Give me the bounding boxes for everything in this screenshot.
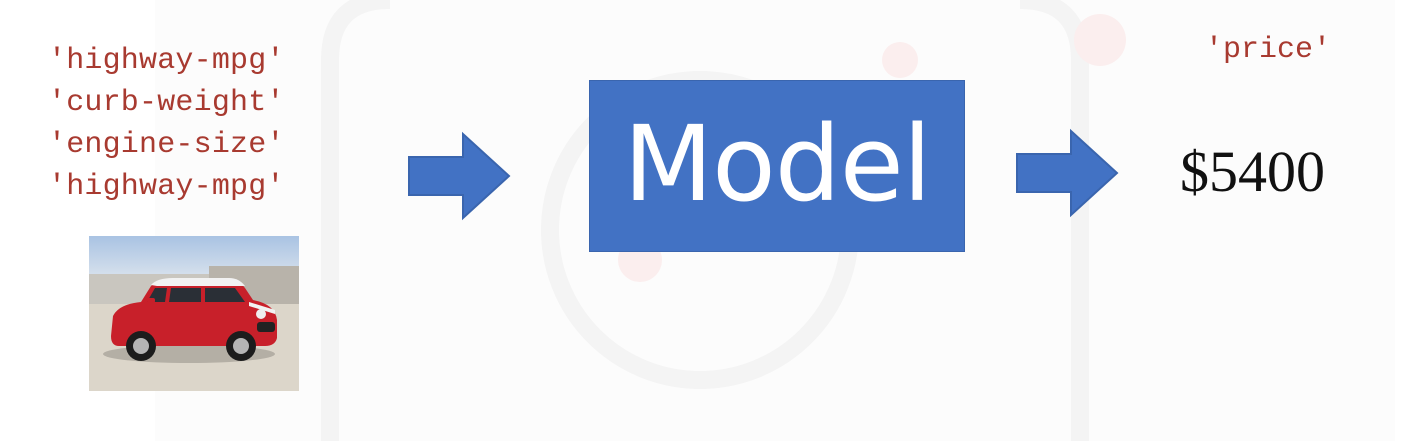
feature-highway-mpg: 'highway-mpg' [48,44,285,78]
car-photo [89,236,299,391]
feature-highway-mpg-repeat: 'highway-mpg' [48,170,285,204]
predicted-price: $5400 [1180,139,1325,204]
model-label: Model [623,103,931,225]
input-arrow-icon [408,131,511,221]
feature-engine-size: 'engine-size' [48,128,285,162]
target-variable-name: 'price' [1204,33,1332,67]
input-feature-list: 'highway-mpg' 'curb-weight' 'engine-size… [48,40,318,208]
output-arrow-icon [1016,128,1119,218]
feature-curb-weight: 'curb-weight' [48,86,285,120]
model-box: Model [589,80,965,252]
